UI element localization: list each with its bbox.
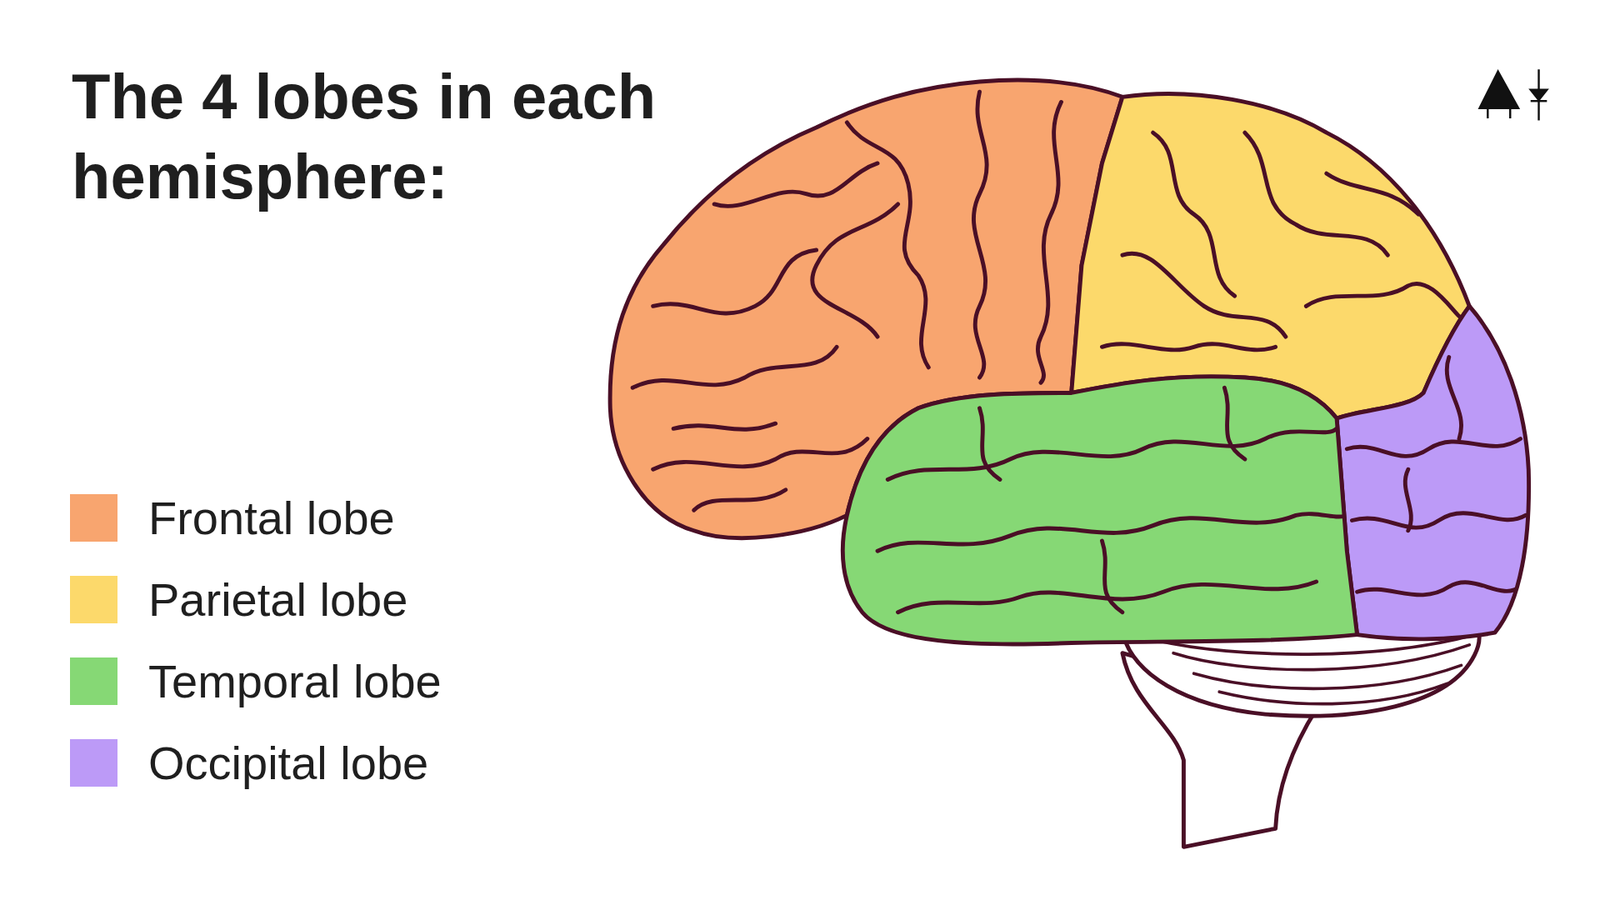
legend-label: Occipital lobe	[148, 739, 429, 787]
diagram-title: The 4 lobes in each hemisphere:	[71, 56, 739, 217]
legend-label: Frontal lobe	[148, 494, 395, 542]
legend-swatch	[70, 739, 118, 787]
legend-swatch	[70, 494, 118, 542]
temporal-lobe	[842, 376, 1357, 645]
parietal-lobe	[1071, 94, 1470, 419]
legend-swatch	[70, 575, 118, 624]
occipital-lobe	[1336, 305, 1530, 640]
legend-label: Parietal lobe	[148, 575, 408, 624]
logo-icon	[1480, 69, 1548, 120]
legend-label: Temporal lobe	[148, 657, 442, 705]
legend-swatch	[70, 657, 118, 705]
